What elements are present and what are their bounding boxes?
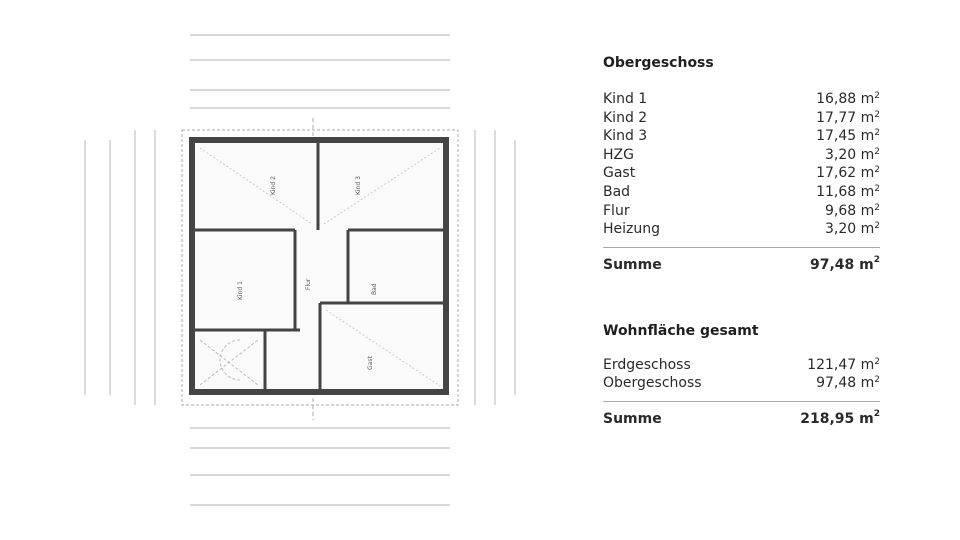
room-label: Bad (371, 283, 378, 295)
room-area: 3,20 (825, 146, 857, 163)
room-area: 3,20 (825, 221, 857, 238)
room-name: Kind 2 (603, 109, 648, 126)
room-label: Gast (367, 356, 374, 370)
room-name: Bad (603, 183, 631, 200)
divider (603, 400, 880, 402)
room-name: Kind 3 (603, 128, 648, 145)
room-area: 97,48 (816, 375, 857, 392)
room-area: 11,68 (816, 183, 857, 200)
room-name: Flur (603, 202, 630, 219)
total-row: Summe 97,48 m2 (603, 254, 880, 273)
room-area: 9,68 (825, 202, 857, 219)
floor-plan: Kind 2 Kind 3 Kind 1 Gast Bad Flur (84, 34, 516, 506)
room-area: 17,62 (816, 165, 857, 182)
stairs (199, 339, 259, 386)
room-area: 16,88 (816, 91, 857, 107)
room-label: Kind 2 (270, 176, 277, 195)
room-name: Heizung (603, 221, 661, 238)
plot-boundary (181, 129, 459, 406)
room-name: Erdgeschoss (603, 356, 691, 373)
room-label: Kind 3 (355, 176, 362, 195)
room-area: 121,47 (807, 356, 857, 373)
total-row: Summe 218,95 m2 (603, 408, 880, 427)
room-area: 17,45 (816, 128, 857, 145)
section-title: Wohnfläche gesamt (603, 322, 759, 339)
room-area: 17,77 (816, 109, 857, 126)
room-name: HZG (603, 146, 634, 163)
room-diagonals (199, 147, 441, 387)
room-name: Kind 1 (603, 91, 648, 107)
room-name: Obergeschoss (603, 375, 702, 392)
section-title: Obergeschoss (603, 55, 714, 71)
room-label: Flur (305, 278, 312, 290)
dimension-lines (84, 34, 516, 506)
divider (603, 246, 880, 248)
room-label: Kind 1 (237, 281, 244, 300)
walls (189, 137, 449, 395)
room-name: Gast (603, 165, 636, 182)
